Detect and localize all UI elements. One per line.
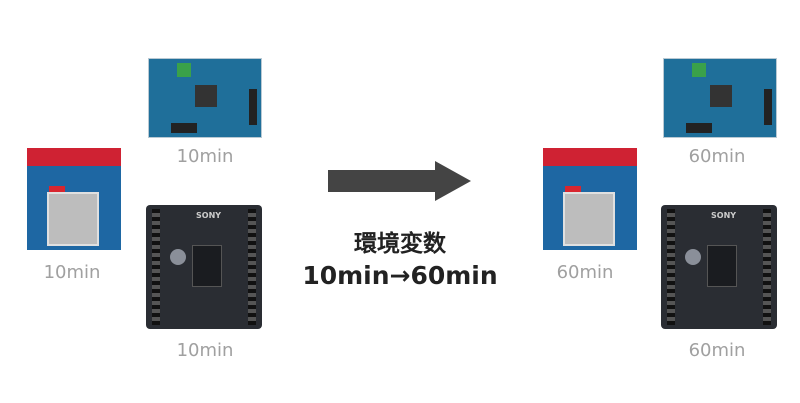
sony-board-before: SONY: [146, 205, 262, 329]
nn-board-before-label: 10min: [43, 262, 101, 283]
nn-board-before: [27, 148, 121, 250]
sony-board-before-label: 10min: [176, 340, 234, 361]
caption-change: 10min→60min: [302, 261, 498, 290]
st-board-before-label: 10min: [176, 146, 234, 167]
caption-title: 環境変数: [354, 231, 446, 257]
st-board-after-label: 60min: [688, 146, 746, 167]
sony-board-after-label: 60min: [688, 340, 746, 361]
sony-board-after: SONY: [661, 205, 777, 329]
nn-board-after-label: 60min: [556, 262, 614, 283]
st-board-after: [663, 58, 777, 138]
nn-board-after: [543, 148, 637, 250]
st-board-before: [148, 58, 262, 138]
